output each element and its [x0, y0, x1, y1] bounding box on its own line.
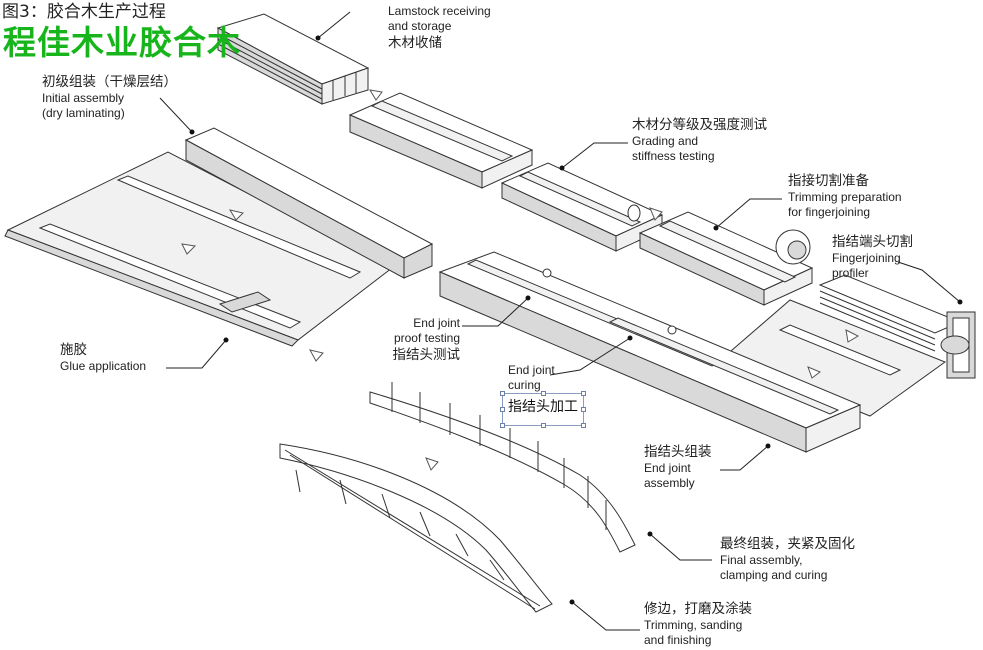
- resize-handle-tr[interactable]: [581, 391, 586, 396]
- leader-lines: [159, 11, 963, 631]
- label-trimming-prep-en1: Trimming preparation: [788, 190, 902, 204]
- label-fingerjoint-en2: profiler: [832, 266, 869, 280]
- label-trimming-prep-en2: for fingerjoining: [788, 205, 871, 219]
- grading-table: [500, 162, 664, 252]
- label-finishing-en2: and finishing: [644, 633, 712, 647]
- resize-handle-tl[interactable]: [500, 391, 505, 396]
- label-glue-zh: 施胶: [60, 342, 87, 358]
- label-grading-en2: stiffness testing: [632, 149, 715, 163]
- receiving-table: [348, 89, 534, 189]
- resize-handle-t[interactable]: [541, 391, 546, 396]
- resize-handle-r[interactable]: [581, 407, 586, 412]
- resize-handle-bl[interactable]: [500, 423, 505, 428]
- label-fingerjoint-zh: 指结端头切割: [832, 234, 913, 250]
- trimming-prep-table: [638, 211, 814, 306]
- fingerjoint-profiler: [818, 274, 976, 379]
- resize-handle-l[interactable]: [500, 407, 505, 412]
- label-initial-zh: 初级组装（干燥层结）: [42, 74, 177, 90]
- label-grading: 木材分等级及强度测试 Grading and stiffness testing: [632, 116, 767, 164]
- label-curing: End joint curing: [508, 363, 555, 393]
- label-end-joint-assembly: 指结头组装 End joint assembly: [644, 443, 712, 491]
- label-grading-zh: 木材分等级及强度测试: [632, 117, 767, 133]
- label-proof-en1: End joint: [413, 316, 460, 330]
- label-lamstock: Lamstock receiving and storage 木材收储: [388, 4, 491, 52]
- label-proof-en2: proof testing: [393, 331, 460, 345]
- end-joint-beam: [369, 382, 636, 553]
- assembly-platform: [4, 127, 434, 362]
- label-finishing: 修边，打磨及涂装 Trimming, sanding and finishing: [644, 600, 752, 648]
- label-assembly-en1: End joint: [644, 461, 691, 475]
- end-joint-table: [438, 251, 862, 453]
- label-glue: 施胶 Glue application: [60, 341, 146, 374]
- label-glue-en1: Glue application: [60, 359, 147, 373]
- resize-handle-b[interactable]: [541, 423, 546, 428]
- figure-title: 图3：胶合木生产过程: [2, 2, 166, 22]
- label-initial-en2: (dry laminating): [42, 106, 125, 120]
- label-fingerjoint-en1: Fingerjoining: [832, 251, 901, 265]
- label-assembly-en2: assembly: [644, 476, 695, 490]
- label-lamstock-en1: Lamstock receiving: [388, 4, 491, 18]
- resize-handle-br[interactable]: [581, 423, 586, 428]
- label-fingerjoint: 指结端头切割 Fingerjoining profiler: [832, 233, 913, 281]
- label-proof-testing: End joint proof testing 指结头测试: [372, 316, 461, 364]
- label-final-zh: 最终组装，夹紧及固化: [720, 536, 855, 552]
- selected-text-box[interactable]: 指结头加工: [500, 391, 586, 428]
- label-lamstock-en2: and storage: [388, 19, 452, 33]
- label-curing-zh: 指结头加工: [508, 399, 578, 415]
- label-finishing-zh: 修边，打磨及涂装: [644, 601, 752, 617]
- label-final-en1: Final assembly,: [720, 553, 803, 567]
- label-grading-en1: Grading and: [632, 134, 699, 148]
- label-initial-assembly: 初级组装（干燥层结） Initial assembly (dry laminat…: [42, 73, 177, 121]
- label-trimming-prep-zh: 指接切割准备: [788, 173, 869, 189]
- label-lamstock-zh: 木材收储: [388, 35, 442, 51]
- label-initial-en1: Initial assembly: [42, 91, 125, 105]
- label-assembly-zh: 指结头组装: [644, 444, 712, 460]
- label-final-en2: clamping and curing: [720, 568, 828, 582]
- label-final-assembly: 最终组装，夹紧及固化 Final assembly, clamping and …: [720, 535, 855, 583]
- label-proof-zh: 指结头测试: [392, 347, 461, 363]
- final-beam: [279, 443, 553, 613]
- brand-watermark: 程佳木业胶合木: [3, 23, 241, 62]
- label-curing-en1: End joint: [508, 363, 555, 377]
- label-trimming-prep: 指接切割准备 Trimming preparation for fingerjo…: [788, 172, 902, 220]
- lamstock-stack: [216, 13, 370, 105]
- label-finishing-en1: Trimming, sanding: [644, 618, 743, 632]
- label-curing-en2: curing: [508, 378, 541, 392]
